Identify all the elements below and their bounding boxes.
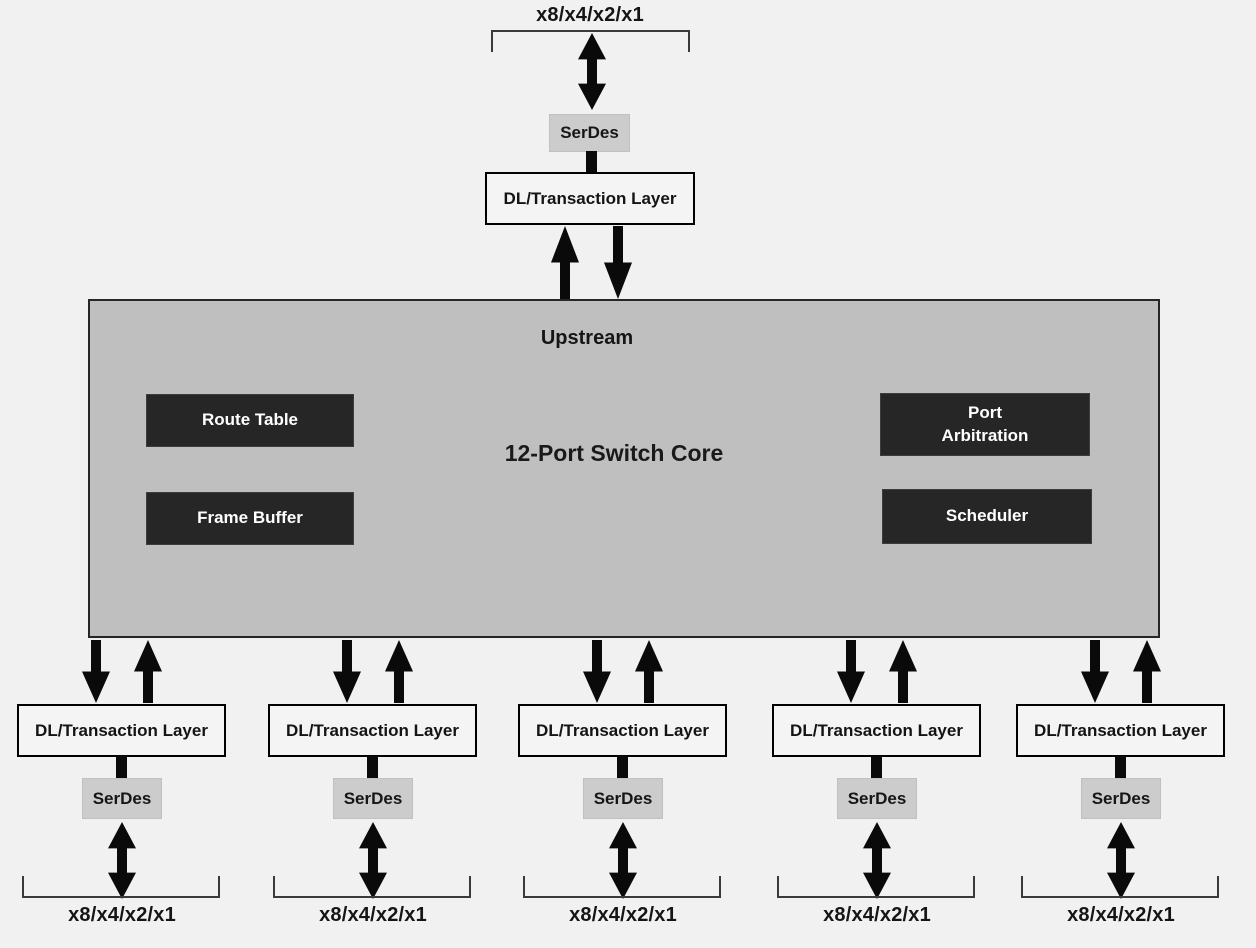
downstream-serdes-box: SerDes bbox=[837, 778, 917, 819]
downstream-dl-transaction-layer-box: DL/Transaction Layer bbox=[17, 704, 226, 757]
downstream-lane-bracket bbox=[777, 876, 975, 898]
downstream-serdes-box: SerDes bbox=[82, 778, 162, 819]
frame-buffer-block: Frame Buffer bbox=[146, 492, 354, 545]
downstream-lane-bracket bbox=[22, 876, 220, 898]
scheduler-block: Scheduler bbox=[882, 489, 1092, 544]
downstream-up-arrow-icon bbox=[635, 640, 663, 703]
downstream-serdes-connector bbox=[871, 756, 882, 778]
upstream-down-arrow-icon bbox=[604, 226, 632, 299]
downstream-lane-bracket bbox=[1021, 876, 1219, 898]
downstream-lane-bracket bbox=[273, 876, 471, 898]
downstream-dl-transaction-layer-box: DL/Transaction Layer bbox=[268, 704, 477, 757]
downstream-port-1: DL/Transaction Layer SerDes x8/x4/x2/x1 bbox=[17, 640, 227, 948]
downstream-dl-transaction-layer-box: DL/Transaction Layer bbox=[518, 704, 727, 757]
upstream-serdes-dl-connector bbox=[586, 151, 597, 173]
downstream-down-arrow-icon bbox=[583, 640, 611, 703]
upstream-label: Upstream bbox=[540, 327, 634, 349]
downstream-port-4: DL/Transaction Layer SerDes x8/x4/x2/x1 bbox=[772, 640, 982, 948]
downstream-lane-bracket bbox=[523, 876, 721, 898]
downstream-dl-transaction-layer-box: DL/Transaction Layer bbox=[772, 704, 981, 757]
downstream-down-arrow-icon bbox=[837, 640, 865, 703]
downstream-down-arrow-icon bbox=[1081, 640, 1109, 703]
downstream-up-arrow-icon bbox=[889, 640, 917, 703]
upstream-width-label: x8/x4/x2/x1 bbox=[536, 4, 644, 26]
downstream-serdes-box: SerDes bbox=[583, 778, 663, 819]
downstream-down-arrow-icon bbox=[82, 640, 110, 703]
downstream-width-label: x8/x4/x2/x1 bbox=[823, 904, 931, 926]
downstream-serdes-connector bbox=[116, 756, 127, 778]
downstream-serdes-connector bbox=[367, 756, 378, 778]
downstream-up-arrow-icon bbox=[385, 640, 413, 703]
upstream-up-arrow-icon bbox=[551, 226, 579, 299]
downstream-serdes-connector bbox=[1115, 756, 1126, 778]
downstream-width-label: x8/x4/x2/x1 bbox=[569, 904, 677, 926]
port-arbitration-block: Port Arbitration bbox=[880, 393, 1090, 456]
downstream-port-3: DL/Transaction Layer SerDes x8/x4/x2/x1 bbox=[518, 640, 728, 948]
upstream-bidirectional-arrow-icon bbox=[578, 33, 606, 110]
upstream-lane-bracket bbox=[491, 30, 690, 52]
downstream-serdes-box: SerDes bbox=[333, 778, 413, 819]
switch-core-box: Upstream 12-Port Switch Core Route Table… bbox=[88, 299, 1160, 638]
core-title: 12-Port Switch Core bbox=[504, 440, 724, 466]
upstream-serdes-box: SerDes bbox=[549, 114, 630, 152]
downstream-width-label: x8/x4/x2/x1 bbox=[68, 904, 176, 926]
downstream-serdes-connector bbox=[617, 756, 628, 778]
upstream-dl-transaction-layer-box: DL/Transaction Layer bbox=[485, 172, 695, 225]
downstream-serdes-box: SerDes bbox=[1081, 778, 1161, 819]
downstream-dl-transaction-layer-box: DL/Transaction Layer bbox=[1016, 704, 1225, 757]
downstream-port-2: DL/Transaction Layer SerDes x8/x4/x2/x1 bbox=[268, 640, 478, 948]
downstream-width-label: x8/x4/x2/x1 bbox=[1067, 904, 1175, 926]
downstream-port-5: DL/Transaction Layer SerDes x8/x4/x2/x1 bbox=[1016, 640, 1226, 948]
route-table-block: Route Table bbox=[146, 394, 354, 447]
downstream-up-arrow-icon bbox=[134, 640, 162, 703]
downstream-down-arrow-icon bbox=[333, 640, 361, 703]
downstream-width-label: x8/x4/x2/x1 bbox=[319, 904, 427, 926]
downstream-up-arrow-icon bbox=[1133, 640, 1161, 703]
